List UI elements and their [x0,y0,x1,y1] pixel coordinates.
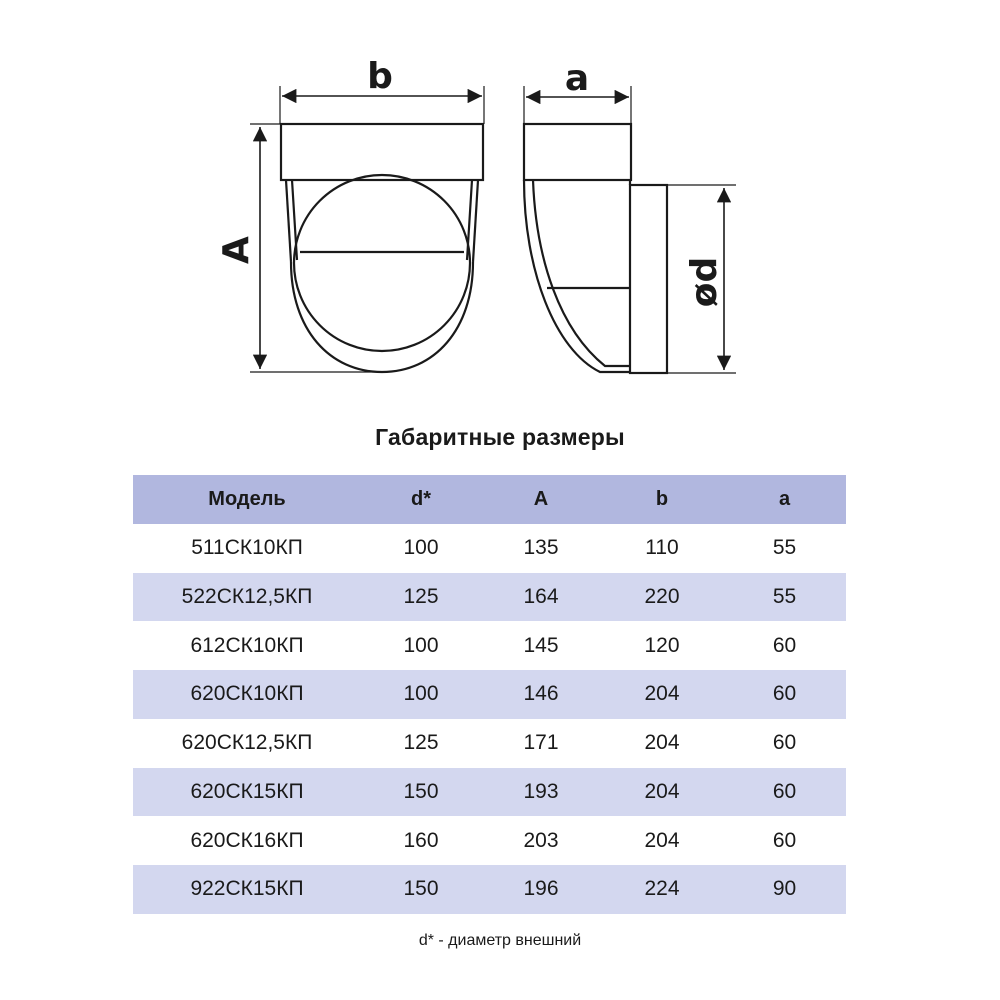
table-cell: 204 [601,816,723,865]
table-cell: 196 [481,865,601,914]
front-view [250,86,485,374]
table-cell: 110 [601,523,723,573]
table-cell: 55 [723,572,846,622]
table-cell: 204 [601,767,723,817]
table-cell: 100 [361,621,481,670]
table-cell: 60 [723,767,846,817]
label-A: A [216,236,257,264]
footnote: d* - диаметр внешний [418,932,582,949]
table-cell: 150 [361,767,481,817]
table-cell: 620СК12,5КП [133,718,361,768]
table-cell: 55 [723,523,846,573]
table-cell: 164 [481,572,601,622]
table-cell: 203 [481,816,601,865]
table-cell: 620СК15КП [133,767,361,817]
technical-drawing: b A a ød [216,56,736,375]
table-cell: 145 [481,621,601,670]
table-cell: 60 [723,670,846,719]
table-cell: 150 [361,865,481,914]
label-b: b [367,56,393,97]
table-cell: 193 [481,767,601,817]
table-cell: 522СК12,5КП [133,572,361,622]
table-cell: 60 [723,718,846,768]
table-cell: 90 [723,865,846,914]
table-cell: 612СК10КП [133,621,361,670]
label-a: a [565,58,589,99]
table-cell: 135 [481,523,601,573]
table-cell: 100 [361,670,481,719]
table-cell: 922СК15КП [133,865,361,914]
label-d: ød [684,257,725,308]
table-cell: 220 [601,572,723,622]
table-cell: 620СК16КП [133,816,361,865]
table-cell: 146 [481,670,601,719]
side-view [522,86,736,375]
table-cell: 204 [601,670,723,719]
header-model: Модель [133,475,361,524]
table-cell: 100 [361,523,481,573]
header-A: A [481,475,601,524]
header-a: a [723,475,846,524]
header-b: b [601,475,723,524]
table-cell: 620СК10КП [133,670,361,719]
table-cell: 60 [723,816,846,865]
table-cell: 60 [723,621,846,670]
table-cell: 125 [361,718,481,768]
table-cell: 511СК10КП [133,523,361,573]
section-title: Габаритные размеры [375,424,625,450]
table-cell: 125 [361,572,481,622]
table-header-row: Модель d* A b a [133,475,846,524]
table-cell: 160 [361,816,481,865]
table-cell: 224 [601,865,723,914]
table-cell: 171 [481,718,601,768]
header-d: d* [361,475,481,524]
table-cell: 120 [601,621,723,670]
table-cell: 204 [601,718,723,768]
